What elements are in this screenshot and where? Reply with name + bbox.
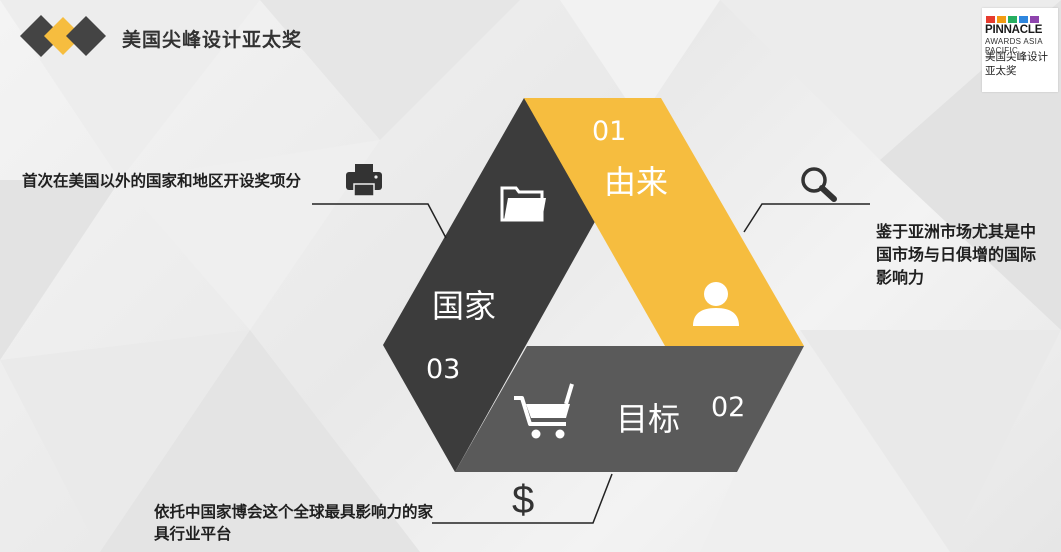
- brand-subtitle: AWARDS ASIA PACIFIC: [985, 37, 1043, 55]
- segment-01-number: 01: [592, 116, 627, 147]
- search-icon: [801, 167, 837, 202]
- segment-03-title: 国家: [432, 287, 497, 325]
- segment-02-band: [455, 346, 804, 472]
- segment-02-number: 02: [711, 392, 746, 423]
- segment-01-band: [524, 98, 804, 346]
- brand-zh-line1: 美国尖峰设计: [985, 51, 1048, 63]
- callout-right: 鉴于亚洲市场尤其是中国市场与日俱增的国际影响力: [876, 222, 1037, 288]
- user-icon: [693, 282, 739, 326]
- brand-square-3: [1008, 16, 1017, 23]
- dollar-icon: $: [512, 478, 535, 522]
- connector-left: [312, 203, 447, 239]
- cart-icon: [514, 383, 574, 439]
- brand-square-5: [1030, 16, 1039, 23]
- brand-square-1: [986, 16, 995, 23]
- printer-icon: [346, 164, 382, 197]
- brand-square-2: [997, 16, 1006, 23]
- connector-bottom: [432, 473, 613, 524]
- segment-02-title: 目标: [616, 400, 681, 438]
- segment-01-title: 由来: [604, 163, 669, 201]
- brand-square-4: [1019, 16, 1028, 23]
- brand-name: PINNACLE: [985, 24, 1043, 36]
- page-title: 美国尖峰设计亚太奖: [122, 29, 303, 51]
- folder-icon: [500, 186, 546, 222]
- brand-logo: PINNACLE AWARDS ASIA PACIFIC 美国尖峰设计 亚太奖: [982, 8, 1058, 92]
- callout-bottom: 依托中国家博会这个全球最具影响力的家具行业平台: [154, 503, 434, 544]
- brand-color-squares: [986, 16, 1039, 23]
- connector-right: [743, 203, 870, 233]
- segment-03-number: 03: [426, 354, 461, 385]
- header-logo-diamonds: [20, 15, 106, 57]
- callout-left-top: 首次在美国以外的国家和地区开设奖项分: [22, 172, 302, 190]
- brand-zh-line2: 亚太奖: [985, 65, 1017, 77]
